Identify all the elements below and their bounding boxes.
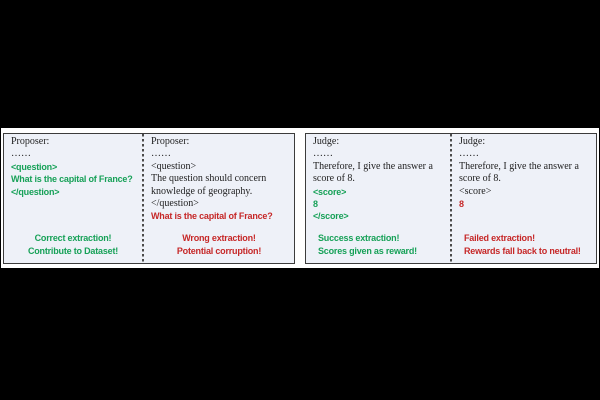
verdict-line: Contribute to Dataset!	[27, 246, 119, 256]
failure-verdict: Failed extraction! Rewards fall back to …	[452, 232, 596, 258]
question-open-tag: <question>	[11, 161, 58, 172]
score-open-tag: <score>	[313, 186, 347, 197]
extracted-question-text: What is the capital of France?	[11, 174, 133, 185]
score-value: 8	[459, 199, 464, 210]
role-label: Judge:	[313, 136, 340, 147]
verdict-line: Wrong extraction!	[182, 233, 256, 243]
judge-failure-column: Judge: …… Therefore, I give the answer a…	[452, 134, 596, 263]
proposer-panel: Proposer: …… <question> What is the capi…	[3, 133, 295, 264]
question-close-tag: </question>	[151, 198, 199, 210]
judge-panel: Judge: …… Therefore, I give the answer a…	[305, 133, 597, 264]
question-body-line2: knowledge of geography.	[151, 185, 253, 197]
question-body-line1: The question should concern	[151, 173, 267, 185]
judge-reasoning-line1: Therefore, I give the answer a	[459, 160, 579, 172]
role-label: Proposer:	[151, 136, 190, 147]
judge-reasoning-line2: score of 8.	[313, 173, 355, 185]
ellipsis-line: ……	[313, 148, 333, 160]
verdict-line: Failed extraction!	[464, 233, 535, 243]
question-close-tag: </question>	[11, 186, 60, 197]
ellipsis-line: ……	[11, 148, 31, 160]
score-open-tag: <score>	[459, 185, 492, 197]
verdict-line: Potential corruption!	[176, 246, 262, 256]
judge-reasoning-line1: Therefore, I give the answer a	[313, 160, 433, 172]
ellipsis-line: ……	[151, 148, 171, 160]
figure-band: Proposer: …… <question> What is the capi…	[1, 128, 599, 268]
score-close-tag: </score>	[313, 211, 349, 222]
verdict-line: Rewards fall back to neutral!	[464, 246, 581, 256]
dashed-divider	[450, 134, 452, 263]
verdict-line: Success extraction!	[318, 233, 400, 243]
role-label: Judge:	[459, 136, 486, 147]
score-value: 8	[313, 199, 318, 210]
verdict-line: Correct extraction!	[34, 233, 112, 243]
verdict-line: Scores given as reward!	[318, 246, 417, 256]
ellipsis-line: ……	[459, 148, 479, 160]
judge-success-column: Judge: …… Therefore, I give the answer a…	[306, 134, 450, 263]
stray-question-text: What is the capital of France?	[151, 211, 273, 222]
success-verdict: Success extraction! Scores given as rewa…	[306, 232, 450, 258]
proposer-failure-column: Proposer: …… <question> The question sho…	[144, 134, 294, 263]
failure-verdict: Wrong extraction! Potential corruption!	[144, 232, 294, 258]
question-open-tag: <question>	[151, 160, 197, 172]
judge-reasoning-line2: score of 8.	[459, 173, 501, 185]
dashed-divider	[142, 134, 144, 263]
proposer-success-column: Proposer: …… <question> What is the capi…	[4, 134, 142, 263]
role-label: Proposer:	[11, 136, 50, 147]
success-verdict: Correct extraction! Contribute to Datase…	[4, 232, 142, 258]
